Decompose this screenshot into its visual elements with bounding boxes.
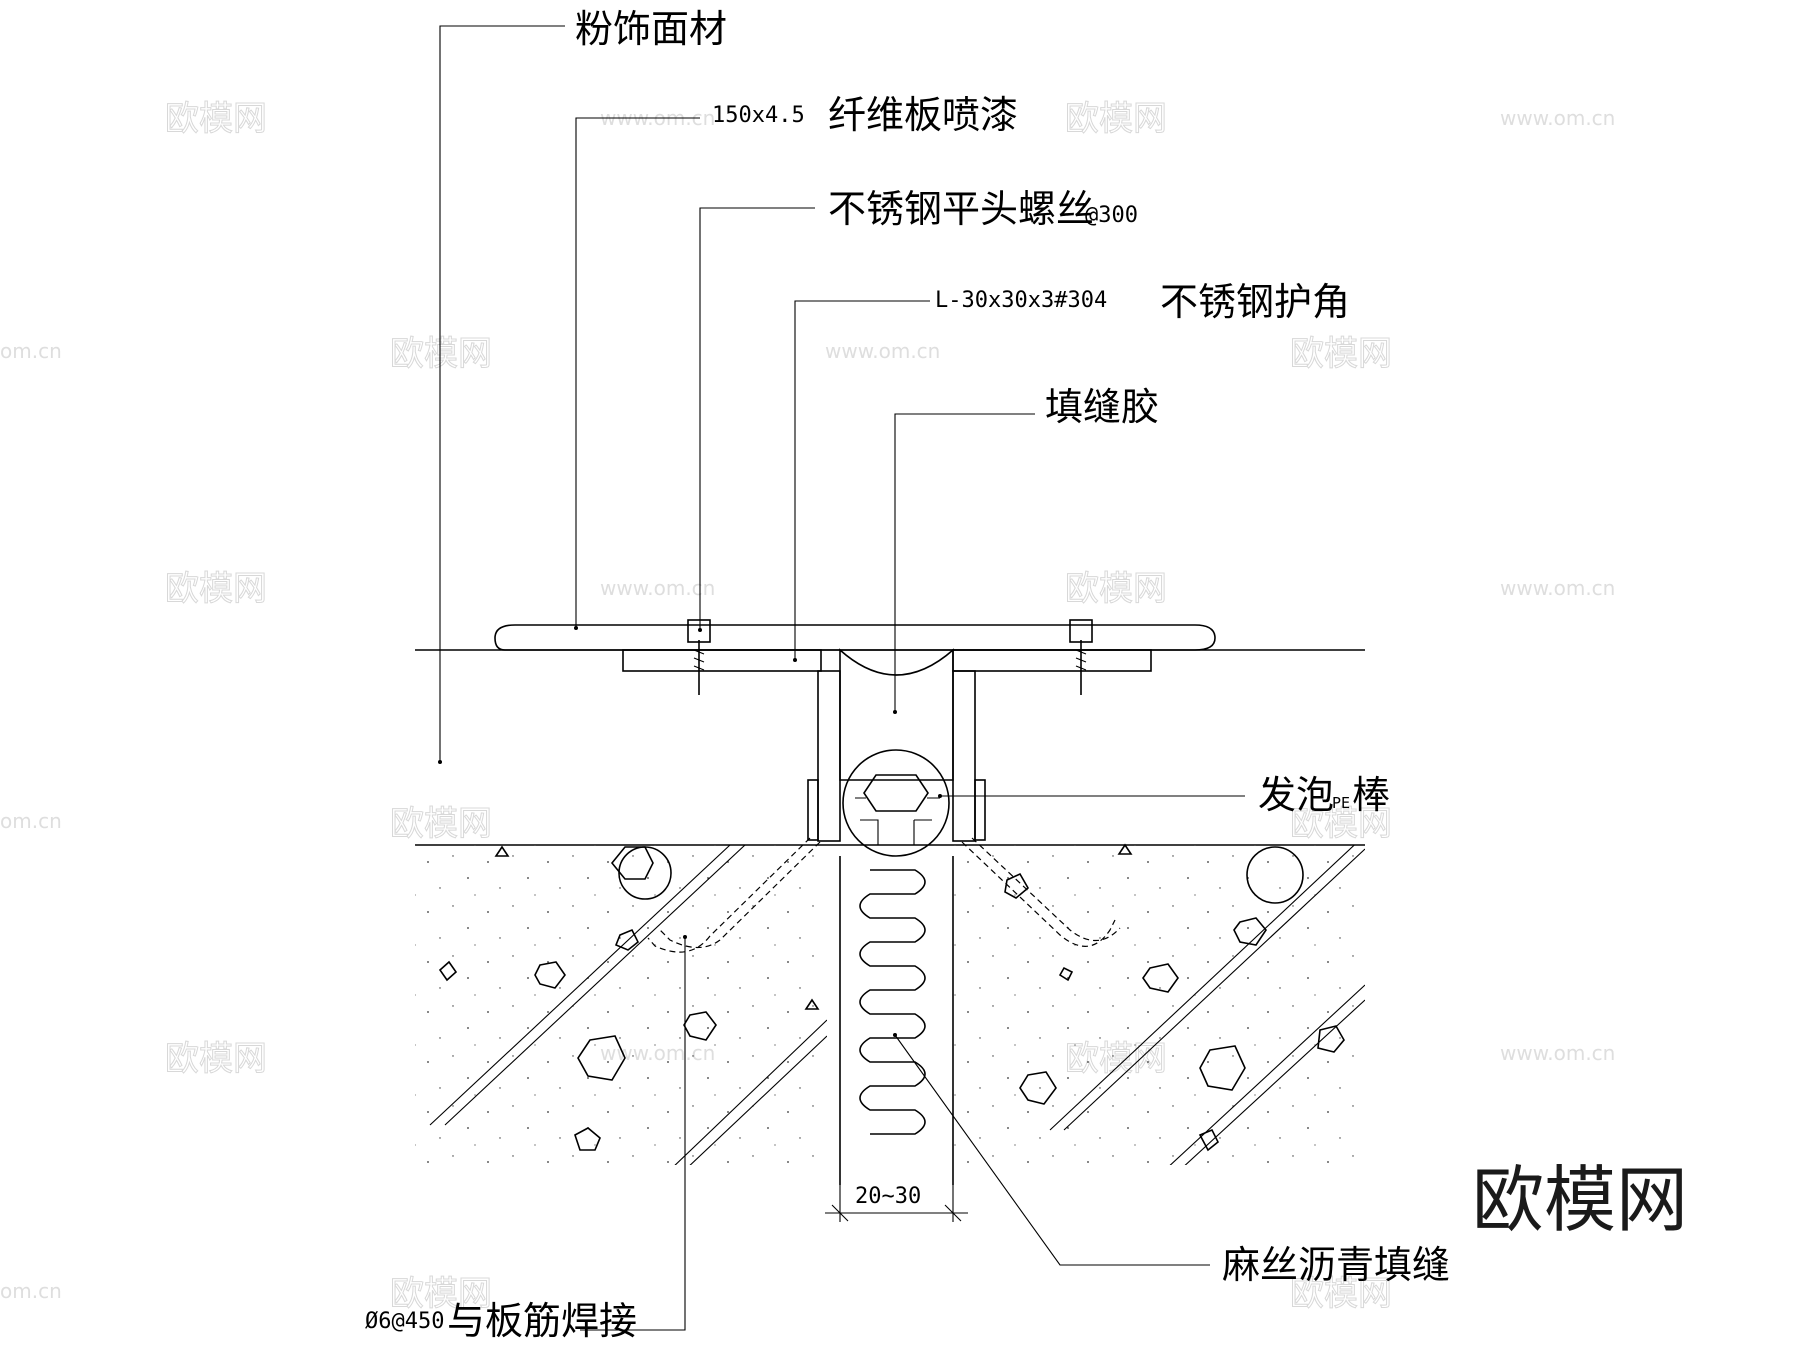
- rebar-anchor-left: [647, 837, 821, 953]
- foam-pe-rod: [842, 749, 950, 857]
- annotation-labels: 粉饰面材 150x4.5 纤维板喷漆 不锈钢平头螺丝 @300 L-30x30x…: [365, 7, 1450, 1343]
- concrete-slab-left: [415, 845, 827, 1165]
- concrete-slab-right: [953, 843, 1365, 1165]
- gap-dimension-text: 20~30: [855, 1184, 921, 1209]
- watermark-url: om.cn: [0, 339, 62, 363]
- watermark-url: www.om.cn: [1500, 576, 1615, 600]
- stainless-angle-left: [622, 649, 841, 842]
- gap-dimension: 20~30: [825, 1184, 968, 1222]
- label-rebar-spec: Ø6@450: [365, 1309, 444, 1334]
- watermark-logo: 欧模网: [165, 1039, 267, 1079]
- watermark-logo: 欧模网: [390, 1274, 492, 1314]
- watermark-url: www.om.cn: [1500, 1041, 1615, 1065]
- watermark-logo: 欧模网: [390, 804, 492, 844]
- leader-lines: [438, 25, 1245, 1331]
- label-board-spec: 150x4.5: [712, 103, 805, 128]
- watermark-url: www.om.cn: [825, 339, 940, 363]
- watermark-url: www.om.cn: [600, 576, 715, 600]
- watermark-logo: 欧模网: [1065, 99, 1167, 139]
- label-pe-rod-suffix: 棒: [1352, 773, 1390, 817]
- watermark-logo: 欧模网: [1290, 1274, 1392, 1314]
- watermark-layer: 欧模网 欧模网 欧模网 欧模网 欧模网 欧模网 欧模网 欧模网 欧模网 欧模网 …: [0, 99, 1688, 1315]
- sealant-fill: [839, 648, 954, 781]
- label-board-name: 纤维板喷漆: [828, 93, 1018, 137]
- watermark-brand-logo: 欧模网: [1472, 1158, 1688, 1242]
- floor-surface-lines: [415, 649, 1365, 846]
- label-rebar-text: 与板筋焊接: [447, 1299, 637, 1343]
- label-asphalt-fill: 麻丝沥青填缝: [1222, 1243, 1450, 1287]
- label-pe-rod-prefix: 发泡: [1258, 773, 1334, 817]
- watermark-logo: 欧模网: [165, 99, 267, 139]
- screw-right: [1069, 619, 1093, 695]
- screw-left: [687, 619, 711, 695]
- asphalt-hemp-fill: [839, 856, 954, 1185]
- label-pe-rod-mid: PE: [1332, 794, 1350, 812]
- rebar-anchor-right: [961, 837, 1121, 947]
- watermark-logo: 欧模网: [390, 334, 492, 374]
- label-screw: 不锈钢平头螺丝: [828, 187, 1094, 231]
- label-angle-name: 不锈钢护角: [1160, 280, 1350, 324]
- watermark-logo: 欧模网: [1065, 569, 1167, 609]
- label-sealant: 填缝胶: [1045, 385, 1159, 429]
- watermark-url: www.om.cn: [1500, 106, 1615, 130]
- label-screw-spacing: @300: [1085, 203, 1138, 228]
- label-angle-spec: L-30x30x3#304: [935, 288, 1107, 313]
- watermark-url: om.cn: [0, 809, 62, 833]
- watermark-url: om.cn: [0, 1279, 62, 1303]
- watermark-logo: 欧模网: [1290, 804, 1392, 844]
- fiber-board-cover: [494, 624, 1216, 651]
- label-finish-material: 粉饰面材: [575, 7, 727, 51]
- watermark-logo: 欧模网: [1290, 334, 1392, 374]
- watermark-logo: 欧模网: [165, 569, 267, 609]
- stainless-angle-right: [952, 649, 1152, 842]
